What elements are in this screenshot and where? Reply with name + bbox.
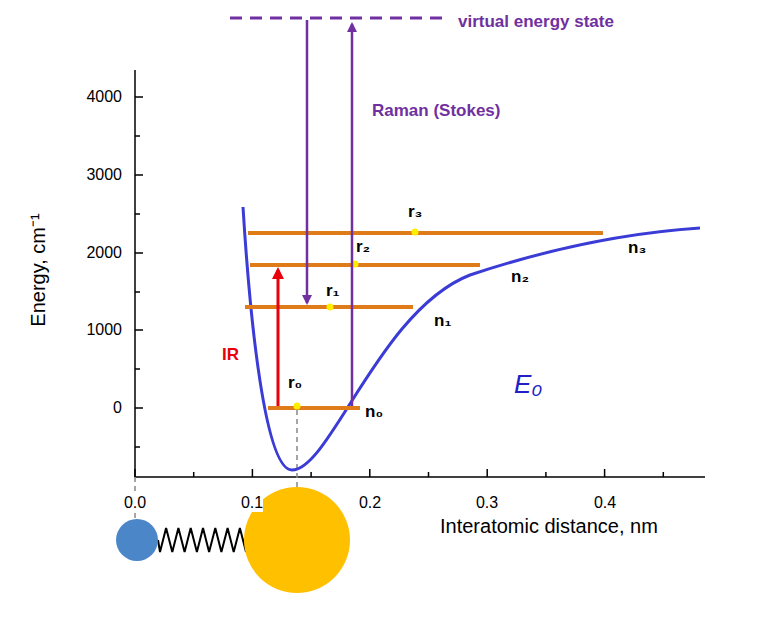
process-label: Raman (Stokes) xyxy=(372,102,500,121)
energy-levels xyxy=(245,233,603,408)
spring xyxy=(158,528,246,552)
state-label: virtual energy state xyxy=(458,13,614,32)
tick-label: 2000 xyxy=(86,244,122,262)
potential-curve xyxy=(243,207,700,470)
position-label: r₂ xyxy=(356,238,370,257)
raman-up-arrow xyxy=(351,24,354,406)
tick-label: 0.1 xyxy=(241,494,263,512)
tick-label: 0.4 xyxy=(594,494,616,512)
position-label: r₃ xyxy=(408,203,422,222)
tick-label: 0 xyxy=(113,399,122,417)
position-label: r₁ xyxy=(326,282,340,301)
tick-label: 3000 xyxy=(86,166,122,184)
level-label: n₂ xyxy=(511,268,529,287)
tick-label: 4000 xyxy=(86,88,122,106)
tick-label: 0.0 xyxy=(124,494,146,512)
axes xyxy=(135,70,705,477)
mean-positions xyxy=(294,229,419,410)
virtual-state-line xyxy=(230,17,442,20)
level-label: n₀ xyxy=(365,403,383,422)
tick-label: 1000 xyxy=(86,321,122,339)
level-label: n₃ xyxy=(628,239,646,258)
tick-label: 0.2 xyxy=(359,494,381,512)
position-label: r₀ xyxy=(288,374,302,393)
process-label: IR xyxy=(222,346,239,365)
axis-title: Energy, cm⁻¹ xyxy=(27,213,49,326)
curve-label: E₀ xyxy=(514,370,542,399)
level-label: n₁ xyxy=(434,312,451,331)
tick-label: 0.3 xyxy=(476,494,498,512)
raman-down-arrow xyxy=(306,20,309,303)
axis-title: Interatomic distance, nm xyxy=(440,515,658,537)
small-atom xyxy=(116,519,158,561)
ticks xyxy=(135,97,663,477)
ir-arrow xyxy=(277,270,280,406)
